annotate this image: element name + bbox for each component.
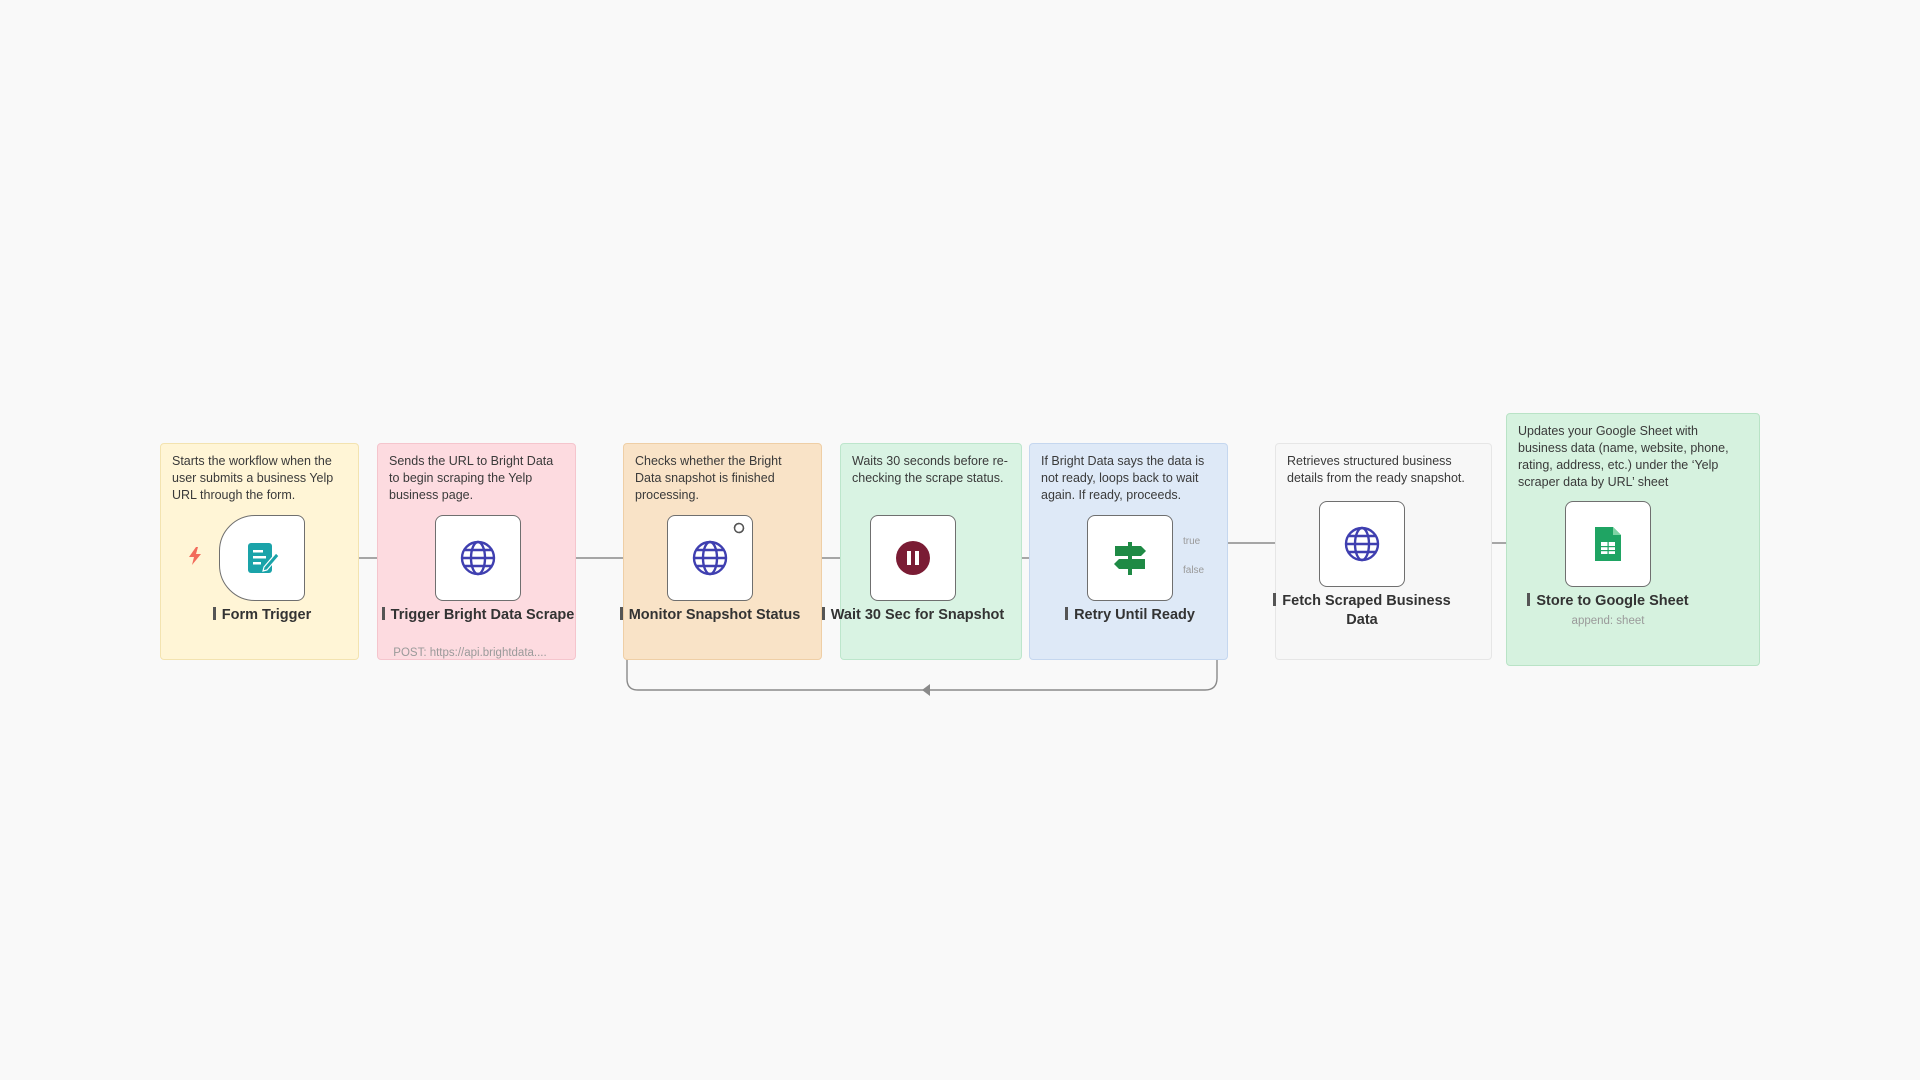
pin-marker bbox=[619, 607, 623, 620]
output-label-false: false bbox=[1183, 565, 1205, 576]
globe-icon bbox=[460, 540, 496, 576]
node-label-wait: Wait 30 Sec for Snapshot bbox=[813, 606, 1013, 625]
loop-arrowhead bbox=[922, 684, 930, 696]
pin-marker bbox=[1527, 593, 1531, 606]
node-label-form-trigger: Form Trigger bbox=[162, 606, 362, 625]
node-title: Wait 30 Sec for Snapshot bbox=[830, 607, 1005, 623]
signpost-icon bbox=[1114, 542, 1146, 575]
node-title: Fetch Scraped Business Data bbox=[1282, 593, 1451, 628]
sticky-note-text: If Bright Data says the data is not read… bbox=[1041, 454, 1205, 502]
form-icon bbox=[248, 543, 280, 573]
node-store-google-sheet[interactable] bbox=[1565, 501, 1651, 587]
node-monitor-snapshot-status[interactable] bbox=[667, 515, 753, 601]
node-subtitle-trigger-scrape: POST: https://api.brightdata.... bbox=[393, 647, 547, 659]
sticky-note-text: Checks whether the Bright Data snapshot … bbox=[635, 454, 782, 502]
pin-marker bbox=[1065, 607, 1069, 620]
node-form-trigger[interactable] bbox=[219, 515, 305, 601]
node-label-store: Store to Google Sheet bbox=[1508, 592, 1708, 611]
sticky-note-text: Retrieves structured business details fr… bbox=[1287, 454, 1465, 485]
pin-marker bbox=[212, 607, 216, 620]
sticky-note-text: Starts the workflow when the user submit… bbox=[172, 454, 334, 502]
node-label-monitor: Monitor Snapshot Status bbox=[610, 606, 810, 625]
node-retry-until-ready[interactable] bbox=[1087, 515, 1173, 601]
globe-icon bbox=[692, 540, 728, 576]
globe-icon bbox=[1344, 526, 1380, 562]
node-trigger-bright-data-scrape[interactable] bbox=[435, 515, 521, 601]
node-title: Monitor Snapshot Status bbox=[628, 607, 801, 623]
node-title: Store to Google Sheet bbox=[1536, 593, 1689, 609]
pause-icon bbox=[896, 541, 930, 575]
node-label-trigger-scrape: Trigger Bright Data Scrape bbox=[378, 606, 578, 625]
pin-marker bbox=[1273, 593, 1277, 606]
lightning-bolt-icon bbox=[189, 547, 201, 565]
sticky-note-text: Waits 30 seconds before re-checking the … bbox=[852, 454, 1008, 485]
output-label-true: true bbox=[1183, 536, 1201, 547]
google-sheets-icon bbox=[1595, 527, 1621, 561]
refresh-icon[interactable] bbox=[732, 521, 746, 535]
pin-marker bbox=[381, 607, 385, 620]
node-title: Retry Until Ready bbox=[1074, 607, 1195, 623]
node-wait-30-sec[interactable] bbox=[870, 515, 956, 601]
node-subtitle-store: append: sheet bbox=[1571, 615, 1645, 627]
node-title: Form Trigger bbox=[221, 607, 312, 623]
node-title: Trigger Bright Data Scrape bbox=[390, 607, 575, 623]
sticky-note-text: Sends the URL to Bright Data to begin sc… bbox=[389, 454, 554, 502]
node-label-fetch: Fetch Scraped Business Data bbox=[1262, 592, 1462, 630]
sticky-note-text: Updates your Google Sheet with business … bbox=[1518, 424, 1729, 489]
pin-marker bbox=[821, 607, 825, 620]
node-fetch-scraped-data[interactable] bbox=[1319, 501, 1405, 587]
node-label-retry: Retry Until Ready bbox=[1030, 606, 1230, 625]
